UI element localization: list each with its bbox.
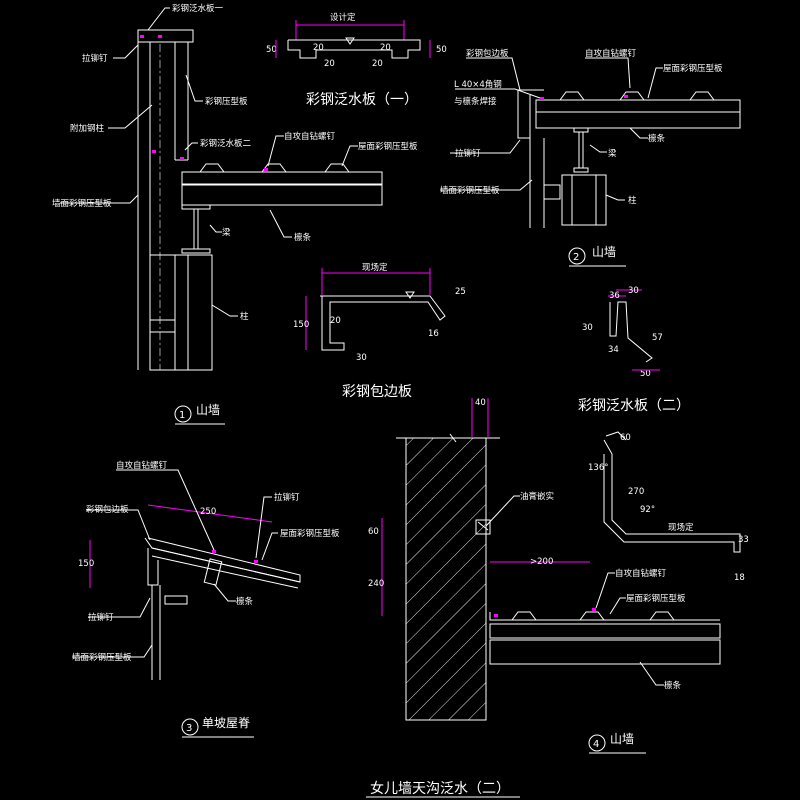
label-roof-plate-3: 屋面彩钢压型板 bbox=[280, 528, 340, 539]
flashing-1-profile: 设计定 20 20 20 20 50 50 彩钢泛水板（一） bbox=[266, 12, 447, 108]
svg-text:150: 150 bbox=[293, 320, 309, 330]
svg-text:1: 1 bbox=[179, 410, 185, 421]
label-selftap-2: 自攻自钻螺钉 bbox=[585, 48, 637, 59]
label-sealant-4: 油膏嵌实 bbox=[520, 491, 554, 502]
label-wall-plate-2: 墙面彩钢压型板 bbox=[440, 185, 500, 196]
label-profiled-1: 彩钢压型板 bbox=[205, 96, 248, 107]
svg-text:现场定: 现场定 bbox=[668, 522, 694, 533]
svg-text:40: 40 bbox=[475, 398, 486, 408]
title-edge-board: 彩钢包边板 bbox=[342, 384, 412, 400]
label-selftap-4: 自攻自钻螺钉 bbox=[615, 568, 667, 579]
detail-number-3 bbox=[181, 718, 199, 736]
label-selftap-3: 自攻自钻螺钉 bbox=[116, 460, 168, 471]
svg-text:150: 150 bbox=[78, 559, 94, 569]
edge-board-profile: 现场定 150 20 30 16 25 彩钢包边板 bbox=[293, 262, 466, 400]
label-purlin-1: 檩条 bbox=[294, 232, 312, 243]
svg-text:50: 50 bbox=[436, 45, 447, 55]
svg-text:30: 30 bbox=[628, 286, 639, 296]
label-beam-1: 梁 bbox=[222, 228, 231, 238]
detail-2: 彩钢包边板 自攻自钻螺钉 屋面彩钢压型板 L 40×4角钢 与檩条焊接 檩条 拉… bbox=[440, 48, 741, 267]
flashing-cap-1 bbox=[137, 29, 194, 43]
detail-number-1 bbox=[174, 405, 192, 423]
label-purlin-4: 檩条 bbox=[664, 680, 682, 691]
label-wall-plate-1: 墙面彩钢压型板 bbox=[52, 198, 112, 209]
label-angle-2b: 与檩条焊接 bbox=[454, 96, 497, 107]
svg-text:240: 240 bbox=[368, 579, 384, 589]
svg-text:33: 33 bbox=[738, 535, 749, 545]
svg-text:250: 250 bbox=[200, 507, 216, 517]
svg-text:25: 25 bbox=[455, 287, 466, 297]
svg-text:3: 3 bbox=[186, 723, 192, 734]
svg-text:16: 16 bbox=[428, 329, 439, 339]
svg-text:270: 270 bbox=[628, 487, 644, 497]
title-ridge-3: 单坡屋脊 bbox=[202, 716, 250, 730]
label-roof-plate-2: 屋面彩钢压型板 bbox=[663, 63, 723, 74]
svg-text:136°: 136° bbox=[588, 463, 608, 473]
label-edge-2: 彩钢包边板 bbox=[466, 48, 509, 59]
label-angle-2: L 40×4角钢 bbox=[454, 79, 502, 90]
svg-text:20: 20 bbox=[380, 43, 391, 53]
label-flashing2-1: 彩钢泛水板二 bbox=[200, 138, 252, 149]
label-edge-3: 彩钢包边板 bbox=[86, 504, 129, 515]
label-purlin-3: 檩条 bbox=[236, 596, 254, 607]
svg-text:36: 36 bbox=[609, 291, 620, 301]
svg-text:60: 60 bbox=[620, 433, 631, 443]
label-column-1: 柱 bbox=[240, 311, 249, 322]
title-gable-2: 山墙 bbox=[592, 245, 616, 259]
flashing-2-profile: 36 30 30 34 57 50 彩钢泛水板（二） bbox=[578, 286, 690, 414]
gutter-flashing-profile: 60 136° 270 92° 现场定 33 18 bbox=[588, 431, 749, 583]
detail-number-4 bbox=[588, 734, 606, 752]
detail-1: 彩钢泛水板一 拉铆钉 彩钢压型板 附加钢柱 彩钢泛水板二 自攻自钻螺钉 屋面彩钢… bbox=[52, 3, 418, 425]
parapet-wall bbox=[405, 437, 487, 721]
dim-site: 现场定 bbox=[362, 262, 388, 273]
label-selftap-1: 自攻自钻螺钉 bbox=[284, 131, 336, 142]
label-add-column: 附加钢柱 bbox=[70, 123, 105, 134]
svg-text:20: 20 bbox=[324, 59, 335, 69]
main-title: 女儿墙天沟泛水（二） bbox=[370, 780, 510, 797]
svg-text:4: 4 bbox=[593, 739, 599, 750]
label-roof-plate-4: 屋面彩钢压型板 bbox=[626, 593, 686, 604]
svg-text:50: 50 bbox=[640, 369, 651, 379]
svg-text:60: 60 bbox=[368, 527, 379, 537]
svg-text:20: 20 bbox=[372, 59, 383, 69]
svg-text:34: 34 bbox=[608, 345, 619, 355]
detail-3: 250 150 自攻自钻螺钉 彩钢包边板 拉铆钉 屋面彩钢压型板 檩条 拉铆钉 … bbox=[72, 460, 340, 738]
label-roof-plate-1: 屋面彩钢压型板 bbox=[358, 141, 418, 152]
label-rivet-2: 拉铆钉 bbox=[455, 148, 481, 159]
label-flashing-1: 彩钢泛水板一 bbox=[172, 3, 224, 14]
svg-text:2: 2 bbox=[573, 252, 579, 263]
label-column-2: 柱 bbox=[628, 195, 637, 206]
label-rivet-1: 拉铆钉 bbox=[82, 53, 108, 64]
title-gable-1: 山墙 bbox=[196, 403, 220, 417]
dim-design: 设计定 bbox=[330, 12, 356, 23]
label-beam-2: 梁 bbox=[608, 149, 617, 159]
title-flashing-2: 彩钢泛水板（二） bbox=[578, 398, 690, 414]
svg-text:30: 30 bbox=[582, 323, 593, 333]
svg-text:>200: >200 bbox=[530, 557, 553, 567]
svg-text:20: 20 bbox=[330, 316, 341, 326]
label-wall-plate-3: 墙面彩钢压型板 bbox=[72, 652, 132, 663]
svg-text:20: 20 bbox=[313, 43, 324, 53]
detail-4: 40 60 240 >200 油膏嵌实 自攻自钻螺钉 屋面彩钢压型板 檩条 4 … bbox=[368, 398, 721, 754]
svg-text:57: 57 bbox=[652, 333, 663, 343]
svg-text:92°: 92° bbox=[640, 505, 655, 515]
svg-text:18: 18 bbox=[734, 573, 745, 583]
label-rivet-3a: 拉铆钉 bbox=[274, 492, 300, 503]
title-flashing-1: 彩钢泛水板（一） bbox=[306, 92, 418, 108]
title-gable-4: 山墙 bbox=[610, 732, 634, 746]
label-rivet-3b: 拉铆钉 bbox=[88, 612, 114, 623]
detail-number-2 bbox=[568, 247, 586, 265]
label-purlin-2: 檩条 bbox=[648, 133, 666, 144]
svg-text:50: 50 bbox=[266, 45, 277, 55]
svg-text:30: 30 bbox=[356, 353, 367, 363]
